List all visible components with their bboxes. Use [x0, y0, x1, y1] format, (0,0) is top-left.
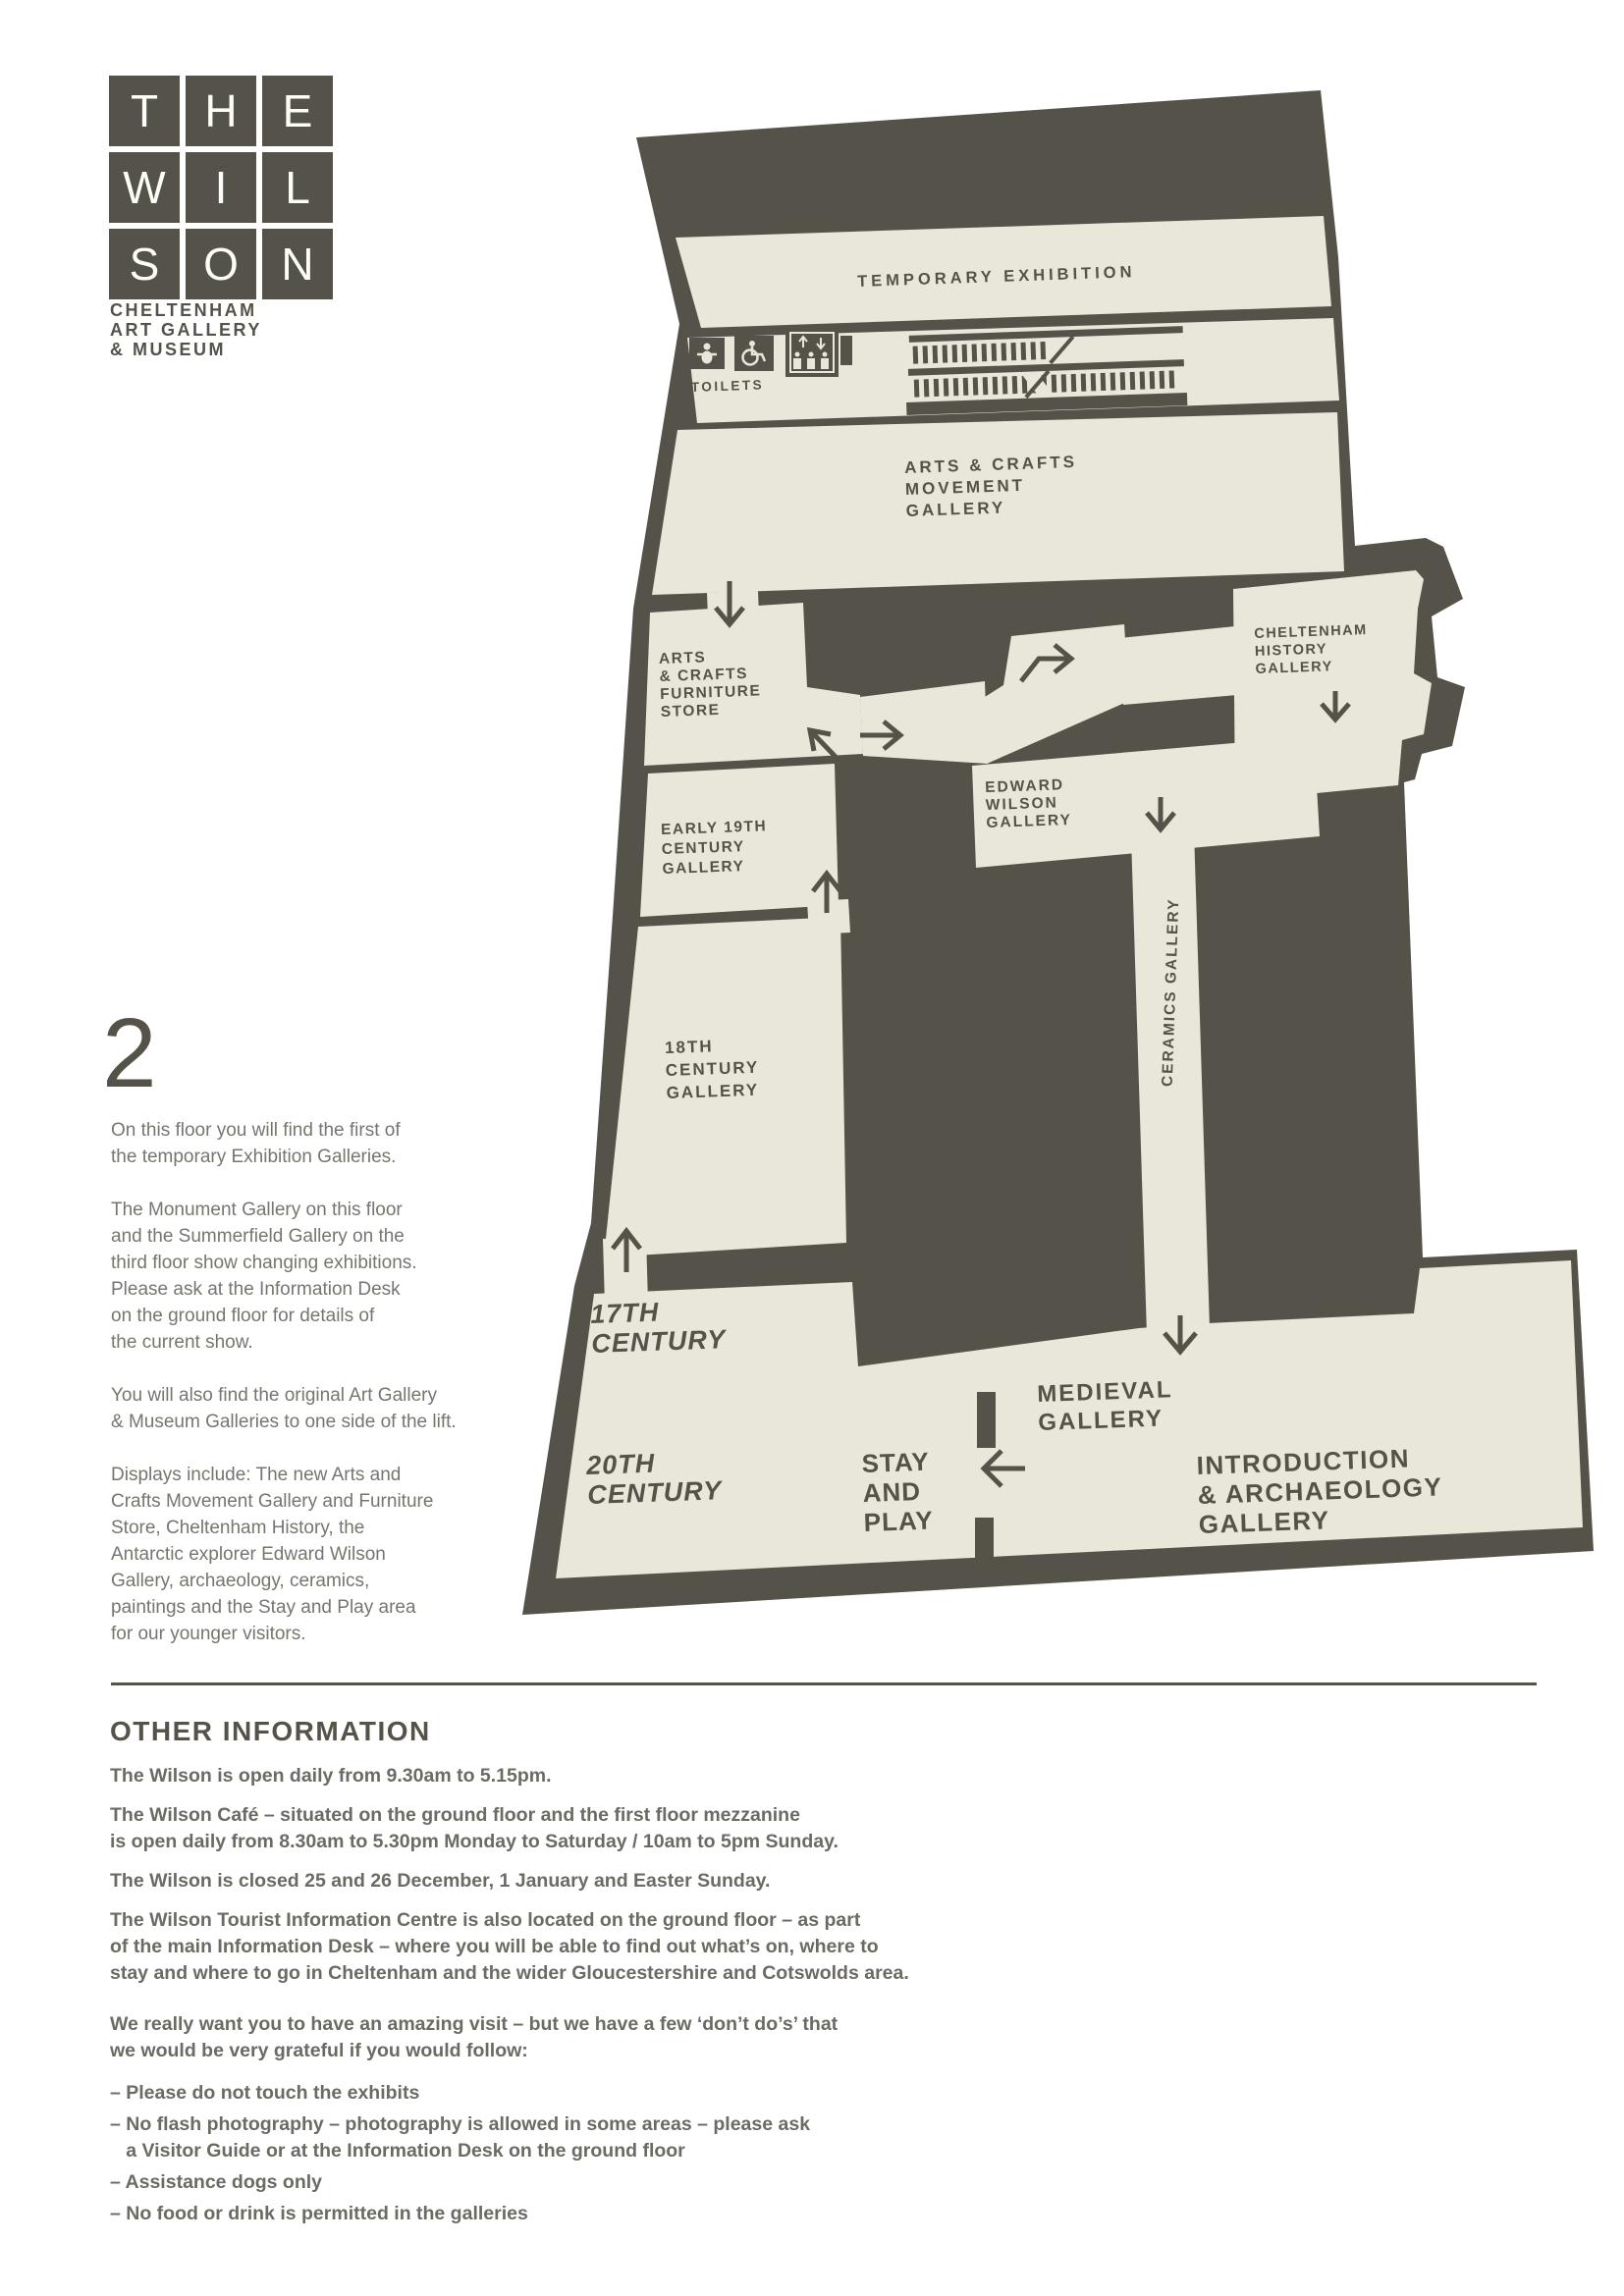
logo-tile: E [262, 76, 333, 146]
info-paragraph: The Wilson Café – situated on the ground… [110, 1804, 839, 1852]
logo-tile: O [186, 229, 256, 299]
section-divider [111, 1682, 1537, 1685]
arrow-down-icon [1163, 1315, 1198, 1356]
visitor-rule: – Please do not touch the exhibits [110, 2082, 420, 2104]
svg-text:CENTURY: CENTURY [666, 1058, 760, 1080]
svg-text:GALLERY: GALLERY [1198, 1505, 1330, 1539]
info-paragraph: The Wilson Tourist Information Centre is… [110, 1909, 909, 1984]
visitor-rules-list: – Please do not touch the exhibits – No … [110, 2080, 1269, 2227]
svg-text:FURNITURE: FURNITURE [660, 682, 762, 703]
room-18th-century [604, 917, 846, 1257]
floor-paragraph: You will also find the original Art Gall… [111, 1385, 457, 1432]
arrow-down-icon [1145, 797, 1176, 833]
logo-tile: N [262, 229, 333, 299]
floor-paragraph: On this floor you will find the first of… [111, 1120, 401, 1167]
arrow-up-icon [811, 869, 842, 913]
label-toilets: TOILETS [691, 377, 765, 395]
svg-text:EDWARD: EDWARD [985, 776, 1064, 796]
svg-text:GALLERY: GALLERY [662, 858, 745, 878]
svg-text:CHELTENHAM: CHELTENHAM [1254, 622, 1368, 642]
passage [1119, 626, 1237, 705]
logo-tile: S [109, 229, 180, 299]
info-paragraph: The Wilson is closed 25 and 26 December,… [110, 1870, 771, 1892]
svg-text:ARTS: ARTS [659, 649, 707, 667]
label-medieval-gallery: MEDIEVAL GALLERY [1037, 1376, 1173, 1436]
label-20th-century: 20TH CENTURY [585, 1449, 725, 1510]
label-early-19th-century: EARLY 19TH CENTURY GALLERY [661, 818, 768, 878]
info-paragraph: We really want you to have an amazing vi… [110, 2013, 839, 2061]
svg-text:MEDIEVAL: MEDIEVAL [1037, 1376, 1173, 1408]
logo-tile: W [109, 152, 180, 223]
label-17th-century: 17TH CENTURY [590, 1298, 729, 1359]
label-stay-and-play: STAY AND PLAY [861, 1447, 934, 1537]
svg-text:GALLERY: GALLERY [1255, 659, 1333, 677]
label-ceramics-gallery: CERAMICS GALLERY [1160, 897, 1183, 1087]
svg-text:GALLERY: GALLERY [905, 498, 1005, 520]
svg-text:GALLERY: GALLERY [986, 812, 1072, 831]
wall-segment [977, 1392, 996, 1448]
svg-text:CENTURY: CENTURY [591, 1324, 729, 1359]
svg-text:PLAY: PLAY [863, 1506, 934, 1537]
visitor-rule: – Assistance dogs only [110, 2171, 323, 2193]
baby-change-icon [689, 338, 725, 369]
arrow-down-icon [714, 581, 745, 628]
room-edward-wilson [972, 736, 1320, 868]
info-paragraph: The Wilson is open daily from 9.30am to … [110, 1765, 552, 1787]
room-ceramics-gallery [1131, 830, 1210, 1335]
svg-text:AND: AND [862, 1476, 921, 1508]
logo-tile: T [109, 76, 180, 146]
arrow-bend-right-icon [1019, 643, 1075, 683]
svg-text:& CRAFTS: & CRAFTS [659, 666, 748, 685]
arrow-up-icon [611, 1226, 642, 1272]
lift-icon [785, 328, 839, 377]
wilson-logo: T H E W I L S O N [109, 76, 333, 299]
floor-number: 2 [102, 998, 157, 1108]
logo-tile: I [186, 152, 256, 223]
floor-paragraph: The Monument Gallery on this floor and t… [111, 1200, 417, 1353]
label-edward-wilson: EDWARD WILSON GALLERY [985, 776, 1072, 831]
visitor-rule: – No flash photography – photography is … [110, 2113, 811, 2162]
svg-text:CENTURY: CENTURY [587, 1475, 725, 1510]
room-arts-crafts-movement [652, 412, 1344, 595]
room-lower-galleries [556, 1260, 1583, 1578]
floor-paragraph: Displays include: The new Arts and Craft… [111, 1465, 434, 1644]
room-arts-crafts-furniture-store [644, 603, 863, 766]
room-temporary-exhibition [676, 216, 1331, 328]
svg-text:MOVEMENT: MOVEMENT [905, 476, 1026, 499]
svg-text:STORE: STORE [661, 702, 721, 721]
label-cheltenham-history: CHELTENHAM HISTORY GALLERY [1254, 622, 1368, 677]
stairs-icon [906, 326, 1188, 415]
logo-subtitle: CHELTENHAM ART GALLERY & MUSEUM [110, 300, 262, 359]
floor-description: On this floor you will find the first of… [111, 1117, 582, 1674]
svg-text:GALLERY: GALLERY [1038, 1406, 1164, 1436]
logo-tile: H [186, 76, 256, 146]
svg-text:GALLERY: GALLERY [666, 1081, 759, 1102]
arrow-down-icon [1320, 691, 1351, 723]
svg-text:17TH: 17TH [590, 1298, 660, 1329]
wall-segment [840, 336, 852, 365]
arrow-right-icon [860, 720, 904, 751]
svg-text:CENTURY: CENTURY [662, 838, 745, 858]
svg-text:WILSON: WILSON [986, 794, 1059, 814]
passage [931, 624, 1129, 764]
svg-text:EARLY 19TH: EARLY 19TH [661, 818, 768, 838]
arrow-left-icon [980, 1449, 1025, 1488]
arrow-up-left-icon [806, 726, 838, 759]
svg-text:STAY: STAY [861, 1447, 930, 1478]
svg-text:18TH: 18TH [665, 1037, 714, 1057]
logo-tile: L [262, 152, 333, 223]
label-18th-century: 18TH CENTURY GALLERY [665, 1037, 760, 1102]
visitor-rule: – No food or drink is permitted in the g… [110, 2203, 528, 2224]
label-arts-crafts-furniture-store: ARTS & CRAFTS FURNITURE STORE [659, 649, 762, 721]
wheelchair-icon [734, 336, 774, 371]
wall-segment [975, 1518, 994, 1584]
svg-text:20TH: 20TH [585, 1449, 656, 1480]
room-early-19th-century [640, 764, 839, 917]
svg-text:HISTORY: HISTORY [1255, 641, 1328, 660]
other-information-heading: OTHER INFORMATION [110, 1716, 431, 1746]
other-information-section: OTHER INFORMATION The Wilson is open dai… [110, 1716, 1269, 2232]
label-introduction-archaeology: INTRODUCTION & ARCHAEOLOGY GALLERY [1196, 1443, 1443, 1539]
